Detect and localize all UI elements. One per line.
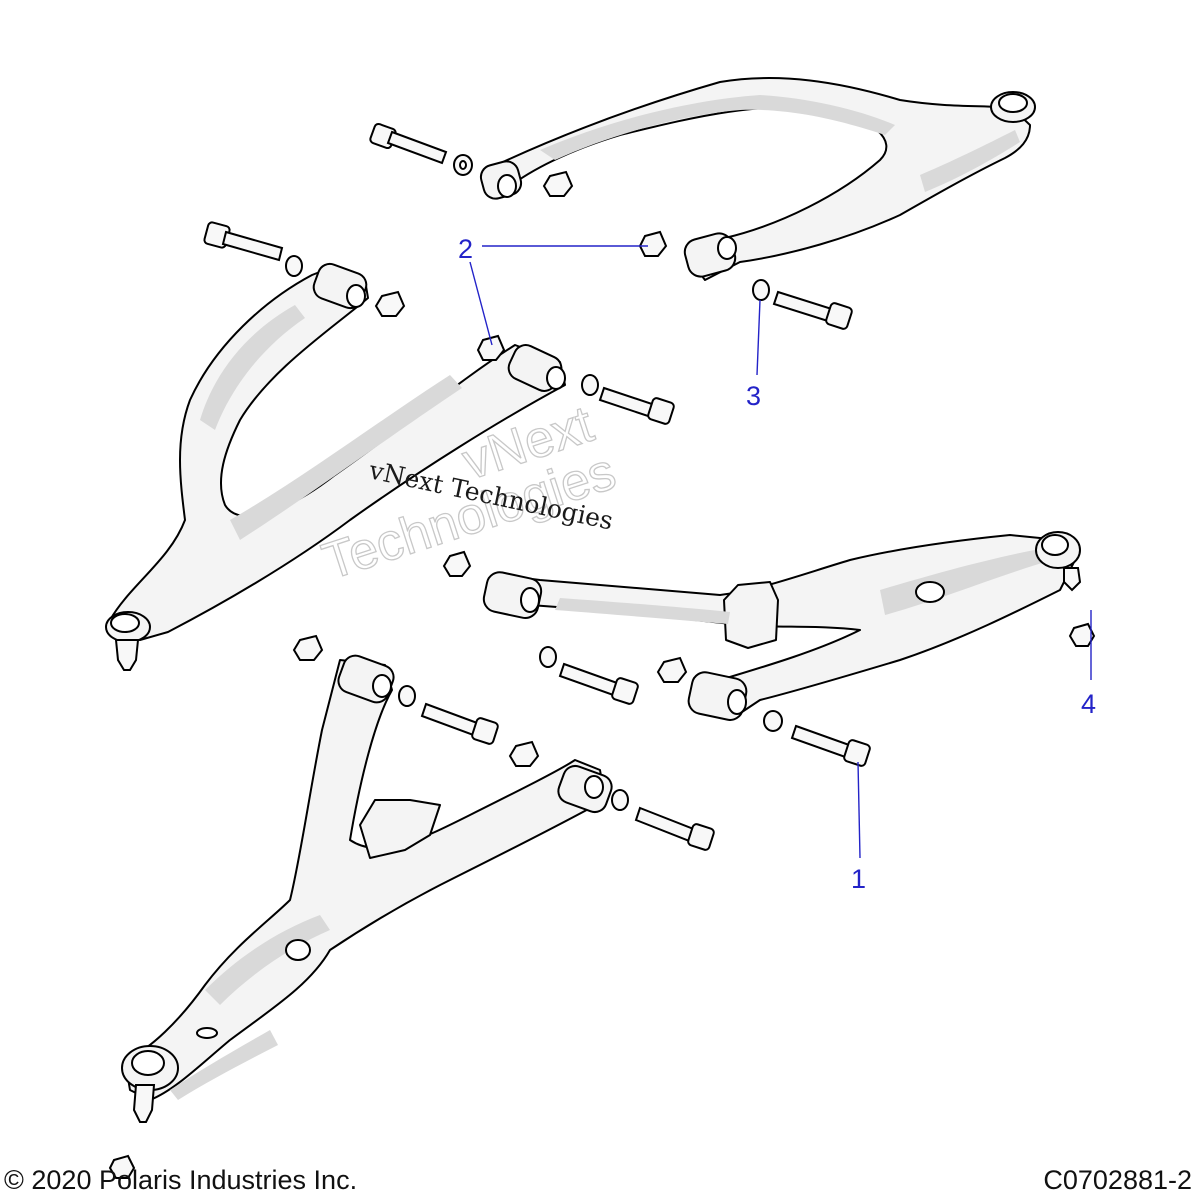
- bolt-upper-front-front[interactable]: [203, 221, 284, 262]
- nut-lower-rear-front[interactable]: [442, 550, 472, 577]
- bolt-lower-front-front[interactable]: [420, 702, 499, 745]
- washer-hole: [459, 160, 467, 170]
- nut-upper-rear-rear[interactable]: [638, 230, 668, 257]
- nut-upper-rear-front[interactable]: [542, 170, 574, 197]
- drawing-number: C0702881-2: [1043, 1165, 1192, 1195]
- callout-1-leader: [857, 761, 861, 859]
- nut-upper-front-front[interactable]: [374, 290, 406, 317]
- washer-lower-front-rear[interactable]: [611, 789, 629, 811]
- upper-rear-a-arm[interactable]: [478, 77, 1036, 281]
- bolt-upper-rear-rear[interactable]: [772, 290, 853, 330]
- lower-front-a-arm[interactable]: [121, 652, 615, 1123]
- bolt-lower-front-rear[interactable]: [634, 806, 715, 851]
- callout-4-label: 4: [1081, 689, 1096, 719]
- washer-lower-front-front[interactable]: [398, 685, 416, 707]
- washer-upper-front-front[interactable]: [285, 255, 303, 277]
- nut-lower-rear-rear[interactable]: [656, 656, 688, 683]
- copyright-text: © 2020 Polaris Industries Inc.: [4, 1165, 358, 1195]
- bolt-lower-rear-rear[interactable]: [790, 724, 871, 767]
- nut-lower-front-front[interactable]: [292, 634, 324, 661]
- washer-lower-rear-front[interactable]: [539, 646, 557, 668]
- callout-3-label: 3: [746, 381, 761, 411]
- callout-2-label: 2: [458, 234, 473, 264]
- washer-upper-rear-rear[interactable]: [752, 279, 770, 301]
- washer-lower-rear-rear[interactable]: [763, 710, 783, 732]
- callout-3-leader: [756, 299, 761, 376]
- bolt-upper-rear-front[interactable]: [369, 122, 448, 165]
- callout-1-label: 1: [851, 864, 866, 894]
- upper-front-a-arm[interactable]: [105, 261, 566, 671]
- nut-ball-joint-rear[interactable]: [1068, 622, 1096, 647]
- nut-lower-front-rear[interactable]: [508, 740, 540, 767]
- bolt-upper-front-rear[interactable]: [598, 386, 675, 425]
- washer-upper-front-rear[interactable]: [581, 374, 599, 396]
- callout-2-leader-b: [469, 261, 493, 346]
- ball-joint-stud-rear: [1063, 567, 1082, 592]
- nut-upper-front-rear[interactable]: [476, 334, 506, 361]
- nut-ball-joint-front[interactable]: [108, 1154, 136, 1179]
- lower-rear-a-arm[interactable]: [481, 531, 1081, 722]
- bolt-lower-rear-front[interactable]: [558, 662, 639, 705]
